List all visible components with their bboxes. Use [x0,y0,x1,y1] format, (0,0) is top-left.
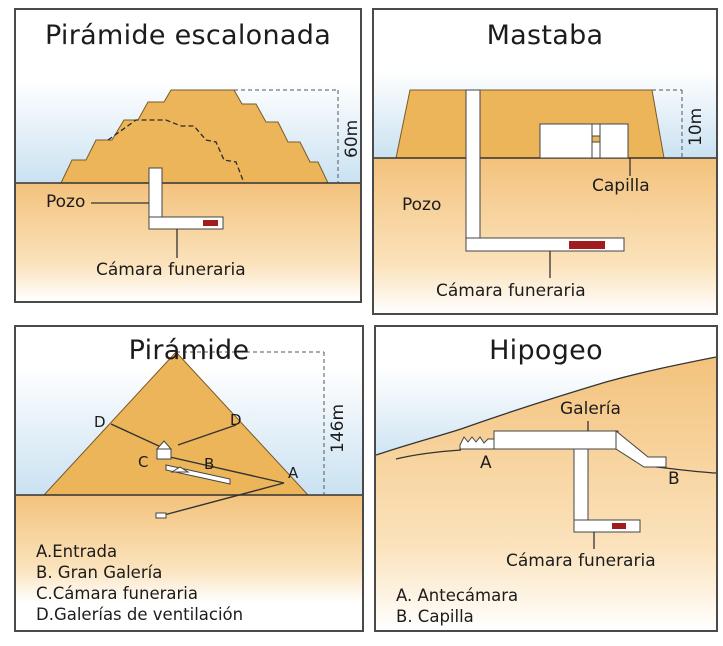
hypogeum-illustration [376,356,716,630]
gallery-label: Galería [560,399,621,419]
marker-b: B [204,455,215,473]
marker-d-left: D [94,413,106,431]
legend-item: B. Gran Galería [36,563,163,582]
kings-chamber [156,448,172,460]
burial-chamber [203,220,218,226]
ground [16,183,360,301]
mastaba-illustration [374,70,716,313]
legend-item: D.Galerías de ventilación [36,605,244,624]
pyramid-legend: A.Entrada B. Gran Galería C.Cámara funer… [36,541,243,625]
ventilation-shaft [177,424,237,446]
step-pyramid-illustration [16,80,360,301]
legend-item: A. Antecámara [396,586,519,605]
chapel-passage [615,429,667,468]
panel-pyramid: Pirámide 146m D D C B A A.Entrada B. Gra… [14,325,364,632]
burial-chamber [569,241,605,249]
height-label: 10m [686,107,706,146]
chamber-label: Cámara funeraria [506,551,656,571]
chamber-corridor [573,519,641,533]
pyramid-illustration [16,351,362,630]
chapel-label: Capilla [592,176,650,196]
shaft-label: Pozo [402,195,442,215]
rock-hill [376,357,716,630]
marker-a: A [480,453,492,473]
gallery [493,430,619,450]
panel-step-pyramid: Pirámide escalonada 60m Pozo Cámara fune… [14,8,362,303]
shaft [465,89,481,249]
panel-title: Pirámide escalonada [44,20,332,51]
shaft [573,448,589,532]
panel-title: Mastaba [486,20,604,51]
legend-item: B. Capilla [396,607,474,626]
marker-c: C [138,453,149,471]
descending-passage [160,454,285,484]
height-label: 60m [342,119,362,158]
shaft-label: Pozo [46,192,86,212]
marker-d-right: D [230,411,242,429]
inner-profile [107,119,245,184]
chapel-room [539,123,593,159]
panel-hypogeum: Hipogeo Galería A B Cámara funeraria A. … [374,325,718,632]
panel-title: Pirámide [128,335,250,366]
height-label: 146m [328,403,348,453]
chamber-label: Cámara funeraria [436,281,586,301]
queens-chamber [170,466,190,473]
legend-item: A.Entrada [36,542,118,561]
panel-title: Hipogeo [489,335,603,366]
antechamber [459,436,497,450]
marker-b: B [668,469,680,489]
hypogeum-legend: A. Antecámara B. Capilla [396,585,518,627]
legend-item: C.Cámara funeraria [36,584,198,603]
burial-chamber [612,523,626,529]
chamber-label: Cámara funeraria [96,260,246,280]
panel-mastaba: Mastaba 10m Capilla Pozo Cámara funerari… [372,8,718,315]
marker-a: A [288,464,299,482]
underground-chamber [155,512,167,519]
ventilation-shaft [110,423,162,448]
